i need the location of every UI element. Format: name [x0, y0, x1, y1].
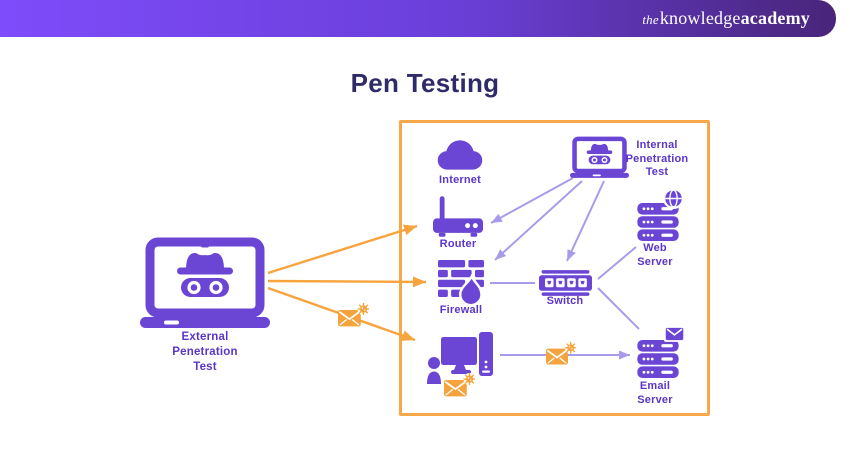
brand-header-bar: theknowledgeacademy: [0, 0, 836, 37]
router-label: Router: [428, 238, 488, 252]
label-line: Penetration: [172, 346, 238, 358]
logo-academy: academy: [740, 8, 810, 28]
email-server-label: Email Server: [625, 380, 685, 407]
malware-email-icon: [444, 372, 475, 398]
label-line: Internal: [636, 139, 678, 151]
arrow-internal-to-firewall: [494, 180, 583, 261]
label-line: Server: [637, 255, 673, 268]
label-line: Switch: [546, 295, 584, 307]
logo-knowledge: knowledge: [659, 8, 741, 28]
router-icon: [433, 196, 483, 237]
firewall-icon: [438, 260, 484, 306]
internet-cloud-icon: [437, 139, 483, 171]
label-line: Internet: [439, 174, 481, 186]
label-line: External: [181, 331, 229, 343]
switch-icon: [539, 270, 592, 296]
external-hacker-laptop-icon: [140, 236, 270, 328]
label-line: Penetration: [625, 152, 689, 165]
line-switch-web-server: [597, 246, 637, 280]
envelope-icon: [664, 326, 685, 342]
label-line: Firewall: [439, 304, 483, 316]
email-server-icon: [637, 340, 679, 378]
internal-hacker-laptop-icon: [570, 136, 629, 178]
malware-email-icon: [546, 341, 576, 366]
internal-test-label: Internal Penetration Test: [607, 139, 707, 180]
label-line: Web: [643, 242, 667, 254]
label-line: Test: [645, 166, 669, 178]
line-switch-email-server: [597, 287, 640, 330]
label-line: Test: [193, 361, 217, 373]
arrow-external-to-firewall: [267, 276, 427, 288]
logo-the: the: [642, 12, 659, 27]
web-server-label: Web Server: [625, 242, 685, 269]
internet-label: Internet: [430, 174, 490, 188]
brand-logo: theknowledgeacademy: [642, 8, 836, 29]
workstation-icon: [427, 332, 493, 384]
label-line: Server: [637, 393, 673, 406]
arrow-external-to-router: [267, 224, 418, 275]
label-line: Router: [439, 238, 477, 250]
page-title: Pen Testing: [350, 68, 500, 98]
arrow-internal-to-switch: [566, 180, 605, 262]
globe-icon: [663, 188, 684, 209]
external-test-label: External Penetration Test: [145, 330, 265, 375]
firewall-label: Firewall: [431, 304, 491, 318]
label-line: Email: [639, 380, 671, 392]
network-boundary-box: [399, 120, 710, 416]
switch-label: Switch: [535, 295, 595, 309]
arrow-internal-to-router: [490, 177, 574, 224]
malware-email-icon: [338, 302, 369, 328]
